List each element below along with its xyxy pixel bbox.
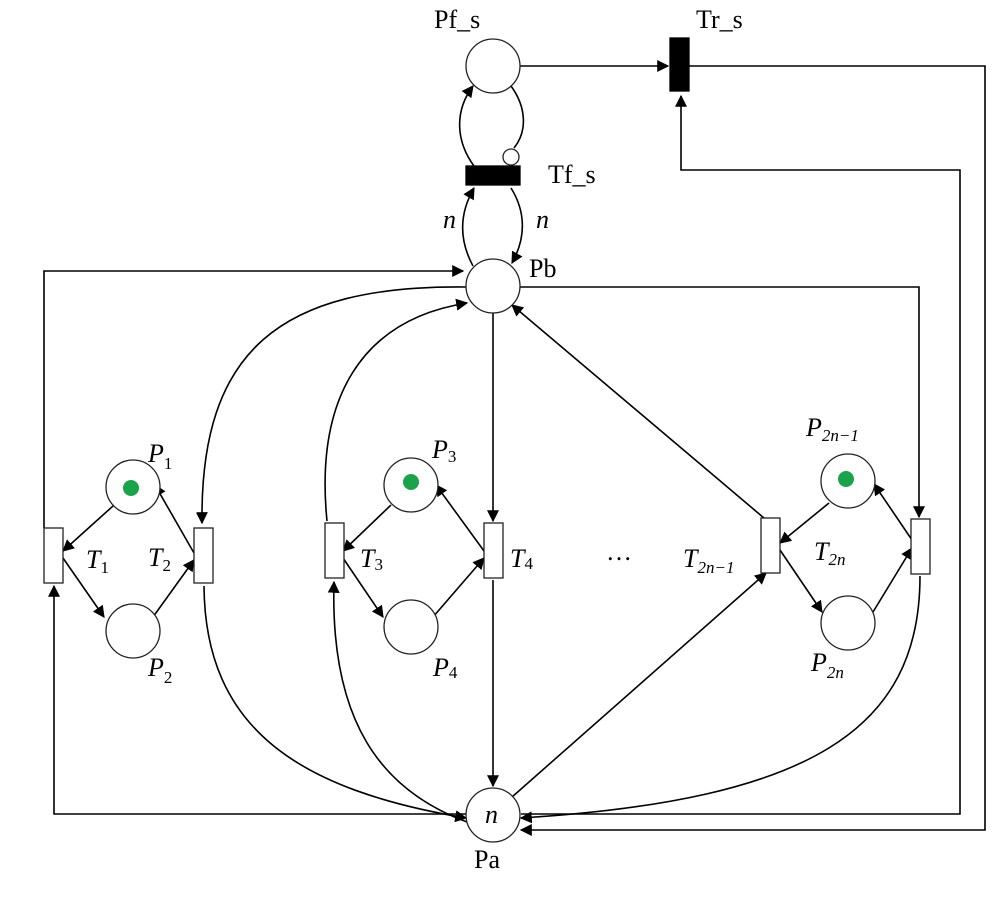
label-arc-weight-left: n — [443, 205, 456, 234]
label-t2-sub: 2 — [162, 556, 171, 575]
label-t4-letter: T — [510, 544, 526, 573]
label-pa: Pa — [474, 845, 500, 874]
label-t2: T2 — [148, 543, 171, 575]
arc-t1-pb — [43, 265, 465, 528]
label-p2: P2 — [147, 653, 172, 687]
arc-t3-p4 — [342, 557, 384, 618]
label-p4: P4 — [432, 653, 458, 682]
arcs — [43, 60, 986, 836]
transition-tf-s — [465, 165, 521, 186]
arc-pa-t2n1 — [511, 572, 767, 798]
arc-trs-pa — [519, 65, 986, 836]
arc-pb-tfs — [461, 186, 475, 267]
label-ellipsis: … — [606, 537, 632, 566]
label-p2n-1: P2n−1 — [805, 413, 859, 445]
place-p2 — [105, 603, 161, 659]
label-t3-sub: 3 — [374, 555, 383, 574]
label-t2n: T2n — [814, 537, 845, 569]
label-p2n-letter: P — [810, 648, 827, 677]
label-p2-sub: 2 — [164, 668, 173, 687]
label-p1: P1 — [147, 439, 172, 473]
arc-pa-t3 — [327, 580, 468, 823]
label-p1-letter: P — [147, 439, 164, 468]
arc-t3-pb — [324, 298, 469, 522]
arc-t2-p1 — [154, 483, 195, 554]
transition-t2 — [193, 527, 214, 584]
transition-t3 — [324, 522, 345, 579]
label-arc-weight-right: n — [536, 205, 549, 234]
label-p4-letter: P — [432, 653, 449, 682]
label-p1-sub: 1 — [164, 454, 173, 473]
labels: Pf_s Tr_s Tf_s Pb Pa n n n P1 P2 P3 P4 P… — [86, 5, 859, 874]
place-p4 — [383, 599, 439, 655]
label-t2n-sub: 2n — [828, 550, 845, 569]
transition-t1 — [43, 527, 64, 584]
label-t4: T4 — [510, 544, 533, 573]
label-pb: Pb — [529, 254, 556, 283]
label-p3-sub: 3 — [448, 447, 457, 466]
transition-t2n-1 — [760, 517, 781, 574]
label-t1-letter: T — [86, 545, 102, 574]
label-t3-letter: T — [360, 544, 376, 573]
arc-p2n1-t2n1 — [779, 502, 830, 544]
arc-p2-t2 — [152, 559, 195, 618]
token-p3 — [403, 474, 419, 490]
label-p2n-1-sub: 2n−1 — [822, 426, 859, 445]
place-pb — [465, 258, 521, 314]
place-pa — [465, 787, 521, 843]
arc-pb-t2n — [518, 286, 925, 519]
label-t2n-1-letter: T — [683, 544, 699, 573]
arc-pa-t1 — [48, 584, 467, 815]
label-p2n: P2n — [810, 648, 844, 682]
arc-t2n1-pb — [511, 304, 765, 519]
label-t2n-letter: T — [814, 537, 830, 566]
arc-t1-p2 — [62, 557, 105, 618]
label-t2-letter: T — [148, 543, 164, 572]
label-t1-sub: 1 — [100, 558, 109, 577]
token-p2n-1 — [838, 471, 854, 487]
label-t2n-1-sub: 2n−1 — [697, 558, 734, 577]
label-t3: T3 — [360, 544, 383, 574]
places — [105, 38, 876, 843]
label-p4-sub: 4 — [449, 663, 458, 682]
arc-tfs-pb — [510, 187, 524, 265]
place-pf-s — [465, 38, 521, 94]
arc-t2n1-p2n — [779, 549, 823, 613]
arc-t2-pa — [203, 585, 468, 823]
arc-pb-t2 — [195, 286, 467, 525]
arc-p4-t4 — [432, 557, 485, 618]
arc-pa-trs — [521, 94, 961, 815]
label-tf-s: Tf_s — [548, 160, 596, 189]
token-p1 — [123, 480, 139, 496]
arc-p2n-t2n — [872, 546, 913, 613]
transition-t4 — [483, 522, 504, 579]
label-p2n-sub: 2n — [827, 663, 844, 682]
inhibitor-circle — [502, 148, 520, 166]
label-p2n-1-letter: P — [805, 413, 822, 442]
arc-t2n-pa — [519, 575, 921, 824]
label-p3: P3 — [431, 435, 456, 466]
label-tr-s: Tr_s — [696, 5, 743, 34]
arc-t2n-p2n1 — [873, 483, 913, 541]
transition-tr-s — [669, 37, 690, 92]
label-t1: T1 — [86, 545, 109, 577]
label-pf-s: Pf_s — [434, 5, 480, 34]
arc-pfs-tfs-inhibitor — [510, 85, 525, 149]
transition-t2n — [910, 518, 931, 575]
arc-p1-t1 — [62, 505, 114, 552]
arc-t4-p3 — [435, 484, 485, 552]
place-p2n — [820, 595, 876, 651]
tokens — [123, 471, 854, 496]
label-t4-sub: 4 — [524, 554, 533, 573]
label-pa-marking: n — [485, 800, 498, 829]
arc-tfs-pfs — [458, 85, 475, 167]
arc-p3-t3 — [342, 504, 392, 552]
label-p2-letter: P — [147, 653, 164, 682]
transitions — [43, 37, 931, 584]
label-p3-letter: P — [431, 435, 448, 464]
label-t2n-1: T2n−1 — [683, 544, 734, 577]
